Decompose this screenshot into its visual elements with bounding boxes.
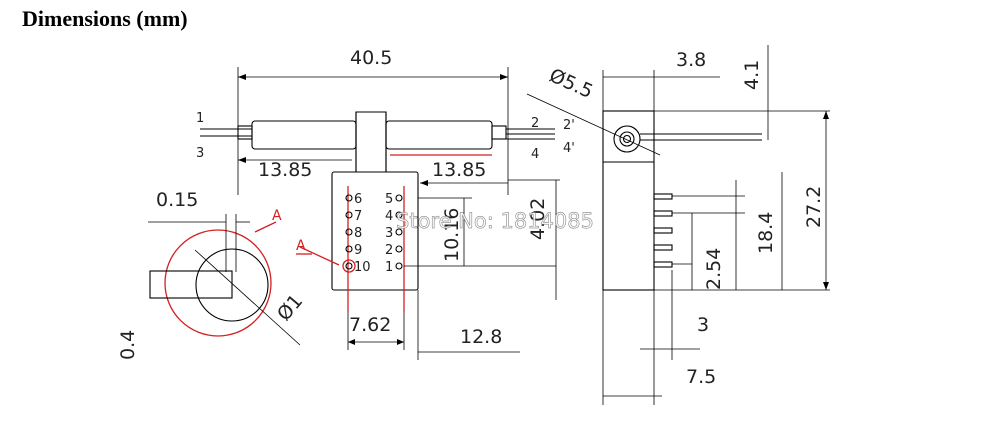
pin-label: 7 bbox=[354, 209, 362, 224]
pin-label: 1 bbox=[385, 260, 393, 275]
callout-a-pin: A bbox=[296, 238, 306, 254]
pin-label: 3 bbox=[385, 226, 393, 241]
side-view bbox=[526, 45, 830, 405]
store-watermark: Store No: 1814085 bbox=[396, 209, 594, 233]
pin-label: 2 bbox=[385, 243, 393, 258]
dim-side-pin-width: 3 bbox=[697, 314, 709, 336]
fiber-cross-section bbox=[148, 214, 340, 346]
pin-label: 6 bbox=[354, 192, 362, 207]
fiber-port-3: 3 bbox=[196, 146, 204, 161]
dim-left-span: 13.85 bbox=[258, 159, 312, 181]
pin-label: 5 bbox=[385, 192, 393, 207]
fiber-port-1: 1 bbox=[196, 111, 204, 126]
dim-body-width: 12.8 bbox=[460, 326, 502, 348]
dim-side-top-width: 3.8 bbox=[676, 49, 706, 71]
fiber-port-2-alt: 2' bbox=[563, 118, 575, 133]
pin-label: 4 bbox=[385, 209, 393, 224]
pin-label: 10 bbox=[354, 260, 371, 275]
dim-pin-pitch: 2.54 bbox=[703, 248, 725, 290]
callout-a-top: A bbox=[272, 208, 282, 224]
fiber-port-4-alt: 4' bbox=[563, 141, 575, 156]
pin-labels-right: 5 4 3 2 1 bbox=[385, 192, 393, 275]
dim-side-height: 27.2 bbox=[803, 186, 825, 228]
side-pins bbox=[653, 193, 745, 268]
dim-fiber-offset: 0.4 bbox=[117, 330, 139, 360]
dim-right-span: 13.85 bbox=[432, 159, 486, 181]
dim-fiber-clearance: 0.15 bbox=[156, 189, 198, 211]
dim-port-diameter: Ø5.5 bbox=[546, 64, 596, 102]
dim-overall-length: 40.5 bbox=[350, 47, 392, 69]
pin-label: 9 bbox=[354, 243, 362, 258]
dim-side-top-offset: 4.1 bbox=[741, 60, 763, 90]
dim-pin-pitch-width: 7.62 bbox=[349, 314, 391, 336]
fiber-port-2: 2 bbox=[531, 116, 539, 131]
pin-labels-left: 6 7 8 9 10 bbox=[354, 192, 371, 275]
pin-label: 8 bbox=[354, 226, 362, 241]
dim-side-depth: 7.5 bbox=[686, 366, 716, 388]
dim-pin-length: 18.4 bbox=[755, 212, 777, 254]
dim-tab-height: 4.02 bbox=[527, 198, 549, 240]
dim-fiber-diameter: Ø1 bbox=[273, 290, 307, 325]
top-view bbox=[200, 67, 560, 360]
fiber-port-4: 4 bbox=[531, 147, 539, 162]
page-title: Dimensions (mm) bbox=[22, 6, 188, 31]
dim-pin-height: 10.16 bbox=[441, 208, 463, 262]
